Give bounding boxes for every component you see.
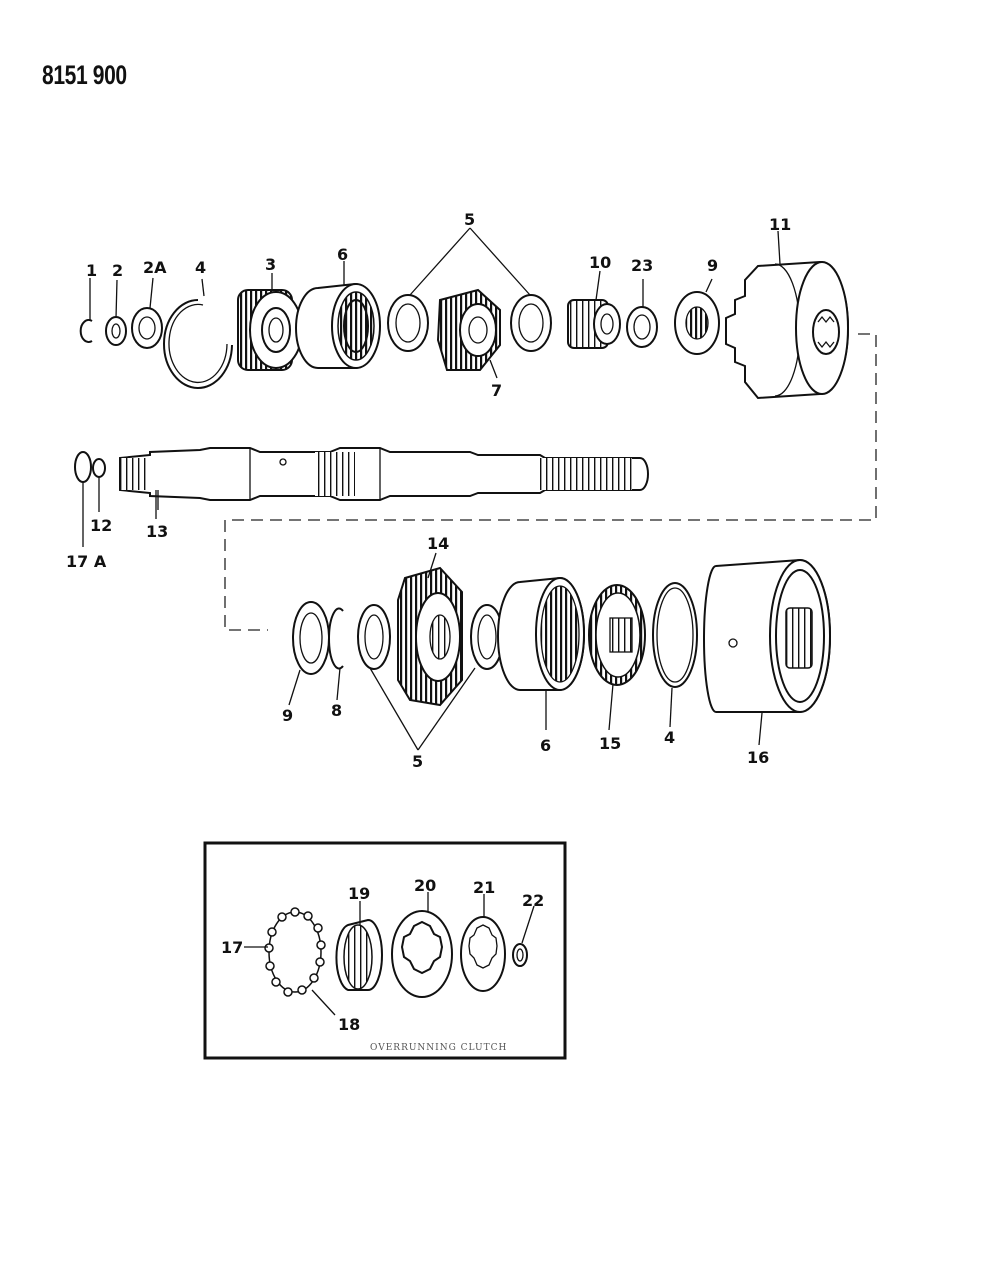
thrust-plate-17a [74,451,92,547]
snap-ring-1 [79,319,93,343]
bearing-3 [237,289,303,371]
roller-set-17-18 [264,907,326,997]
inset-caption: OVERRUNNING CLUTCH [370,1043,507,1053]
callout-13: 13 [146,522,168,541]
sun-gear-10 [567,299,621,349]
washer-22 [512,943,528,967]
planetary-carrier-14 [397,566,463,707]
thrust-bearing-5 [387,294,429,352]
callout-17a: 17 A [66,552,107,571]
thrust-bearing-5b [510,294,552,352]
callout-4: 4 [195,258,206,277]
callout-8: 8 [331,701,342,720]
cam-plate-21 [460,916,506,992]
document-number: 8151 900 [42,60,127,90]
callout-5b: 5 [412,752,423,771]
clutch-hub-19 [335,918,383,991]
clutch-cam-20 [391,910,453,998]
thrust-washer-9 [674,291,720,355]
planetary-carrier-7 [436,288,501,371]
callout-7: 7 [491,381,502,400]
overrunning-clutch-inset [203,841,567,1060]
callout-6b: 6 [540,736,551,755]
thrust-washer-9b [292,601,330,675]
washer-2 [105,316,127,346]
callout-23: 23 [631,256,653,275]
ring-gear-6 [295,282,381,369]
callout-9: 9 [707,256,718,275]
callout-11: 11 [769,215,791,234]
callout-4b: 4 [664,728,675,747]
callout-17: 17 [221,938,243,957]
sun-gear-15 [588,584,646,686]
callout-22: 22 [522,891,544,910]
bushing-23 [626,306,658,348]
output-shaft-13 [119,447,649,510]
callout-18: 18 [338,1015,360,1034]
callout-16: 16 [747,748,769,767]
snap-ring-4 [163,299,233,389]
ring-gear-6b [497,576,585,691]
thrust-bearing-5c [357,604,391,670]
callout-3: 3 [265,255,276,274]
thrust-washer-2a [131,307,163,349]
callout-21: 21 [473,878,495,897]
snap-ring-4b [652,582,698,688]
callout-10: 10 [589,253,611,272]
callout-20: 20 [414,876,436,895]
callout-9b: 9 [282,706,293,725]
callout-12: 12 [90,516,112,535]
callout-2: 2 [112,261,123,280]
callout-15: 15 [599,734,621,753]
washer-12 [92,458,106,512]
callout-2a: 2A [143,258,167,277]
drum-16 [703,558,831,713]
callout-6: 6 [337,245,348,264]
drive-shell-11 [725,260,849,400]
callout-14: 14 [427,534,449,553]
callout-19: 19 [348,884,370,903]
callout-5: 5 [464,210,475,229]
snap-ring-8 [328,607,344,670]
callout-1: 1 [86,261,97,280]
